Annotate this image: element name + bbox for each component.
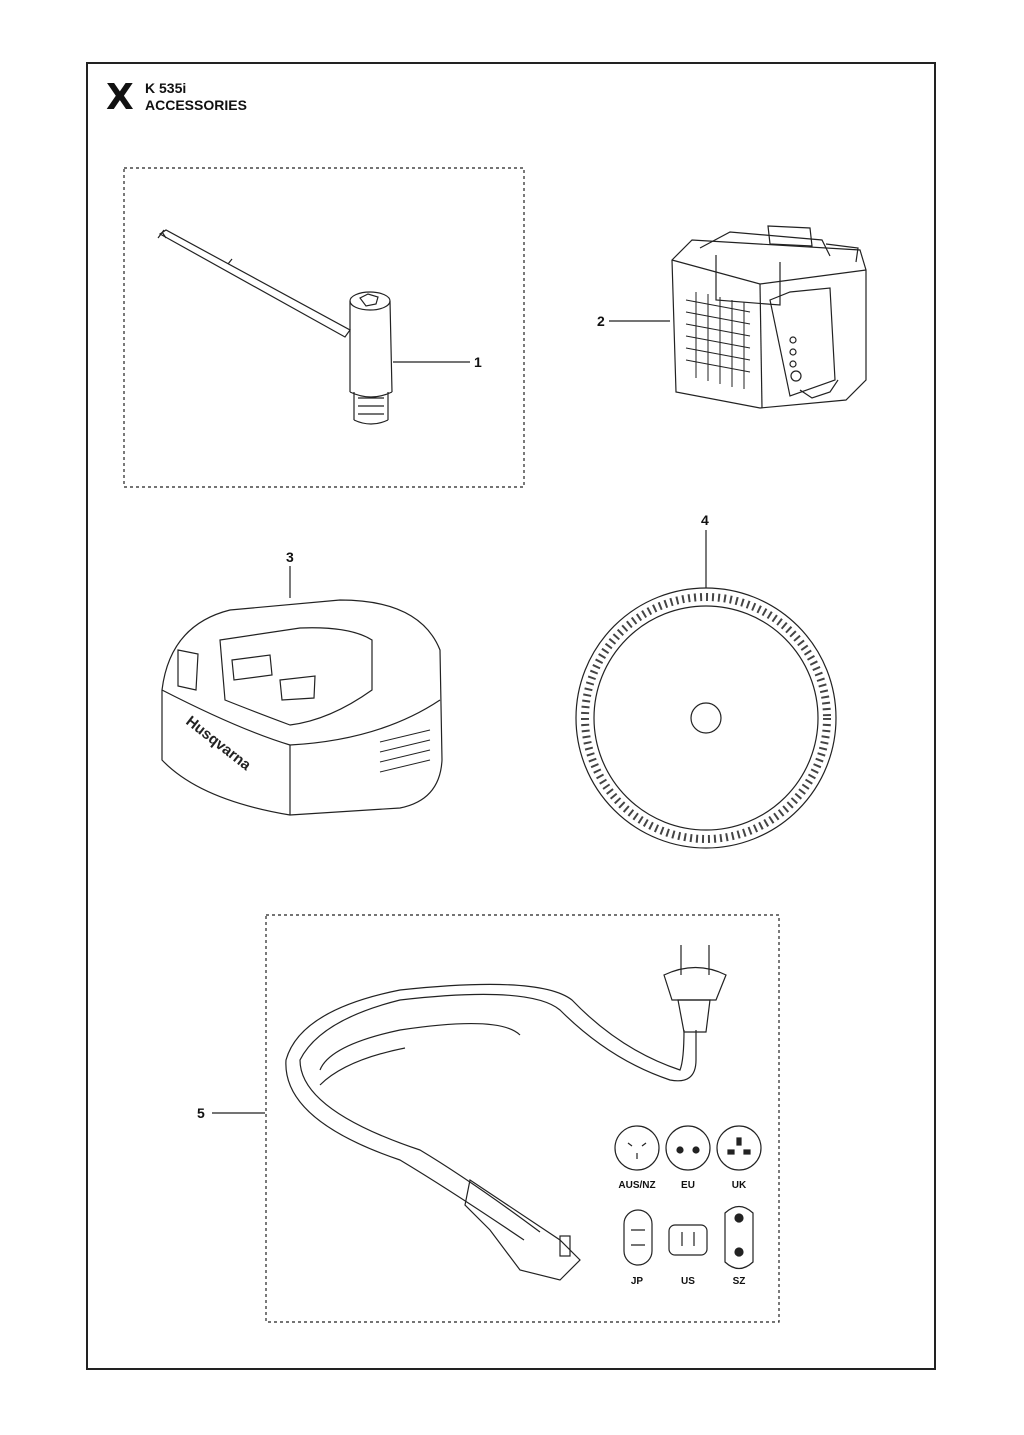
section-letter: X — [106, 77, 134, 118]
plug-uk-icon — [716, 1125, 762, 1171]
page-title: ACCESSORIES — [145, 97, 247, 113]
callout-1: 1 — [474, 354, 482, 370]
callout-5: 5 — [197, 1105, 205, 1121]
callout-3: 3 — [286, 549, 294, 565]
page-frame — [86, 62, 936, 1370]
plug-aus-nz-icon — [614, 1125, 660, 1171]
plug-us-icon — [668, 1224, 708, 1256]
plug-eu-icon — [665, 1125, 711, 1171]
diamond-blade-icon — [575, 587, 837, 849]
callout-4: 4 — [701, 512, 709, 528]
charger-brand-text: Husqvarna — [183, 713, 255, 775]
power-cord-icon — [285, 945, 727, 1281]
charger-icon — [161, 599, 443, 816]
plug-jp-icon — [623, 1209, 653, 1266]
callout-2: 2 — [597, 313, 605, 329]
title-block: K 535i ACCESSORIES — [145, 80, 247, 114]
plug-label-sz: SZ — [732, 1276, 746, 1287]
model-name: K 535i — [145, 80, 187, 96]
plug-label-jp: JP — [630, 1276, 644, 1287]
plug-label-us: US — [681, 1276, 695, 1287]
plug-label-eu: EU — [681, 1180, 695, 1191]
plug-label-aus-nz: AUS/NZ — [618, 1180, 656, 1191]
part-5-box — [265, 914, 780, 1323]
plug-sz-icon — [724, 1205, 754, 1270]
t-wrench-icon — [157, 229, 393, 425]
plug-label-uk: UK — [731, 1180, 747, 1191]
part-1-box — [123, 167, 525, 488]
battery-icon — [671, 225, 867, 409]
